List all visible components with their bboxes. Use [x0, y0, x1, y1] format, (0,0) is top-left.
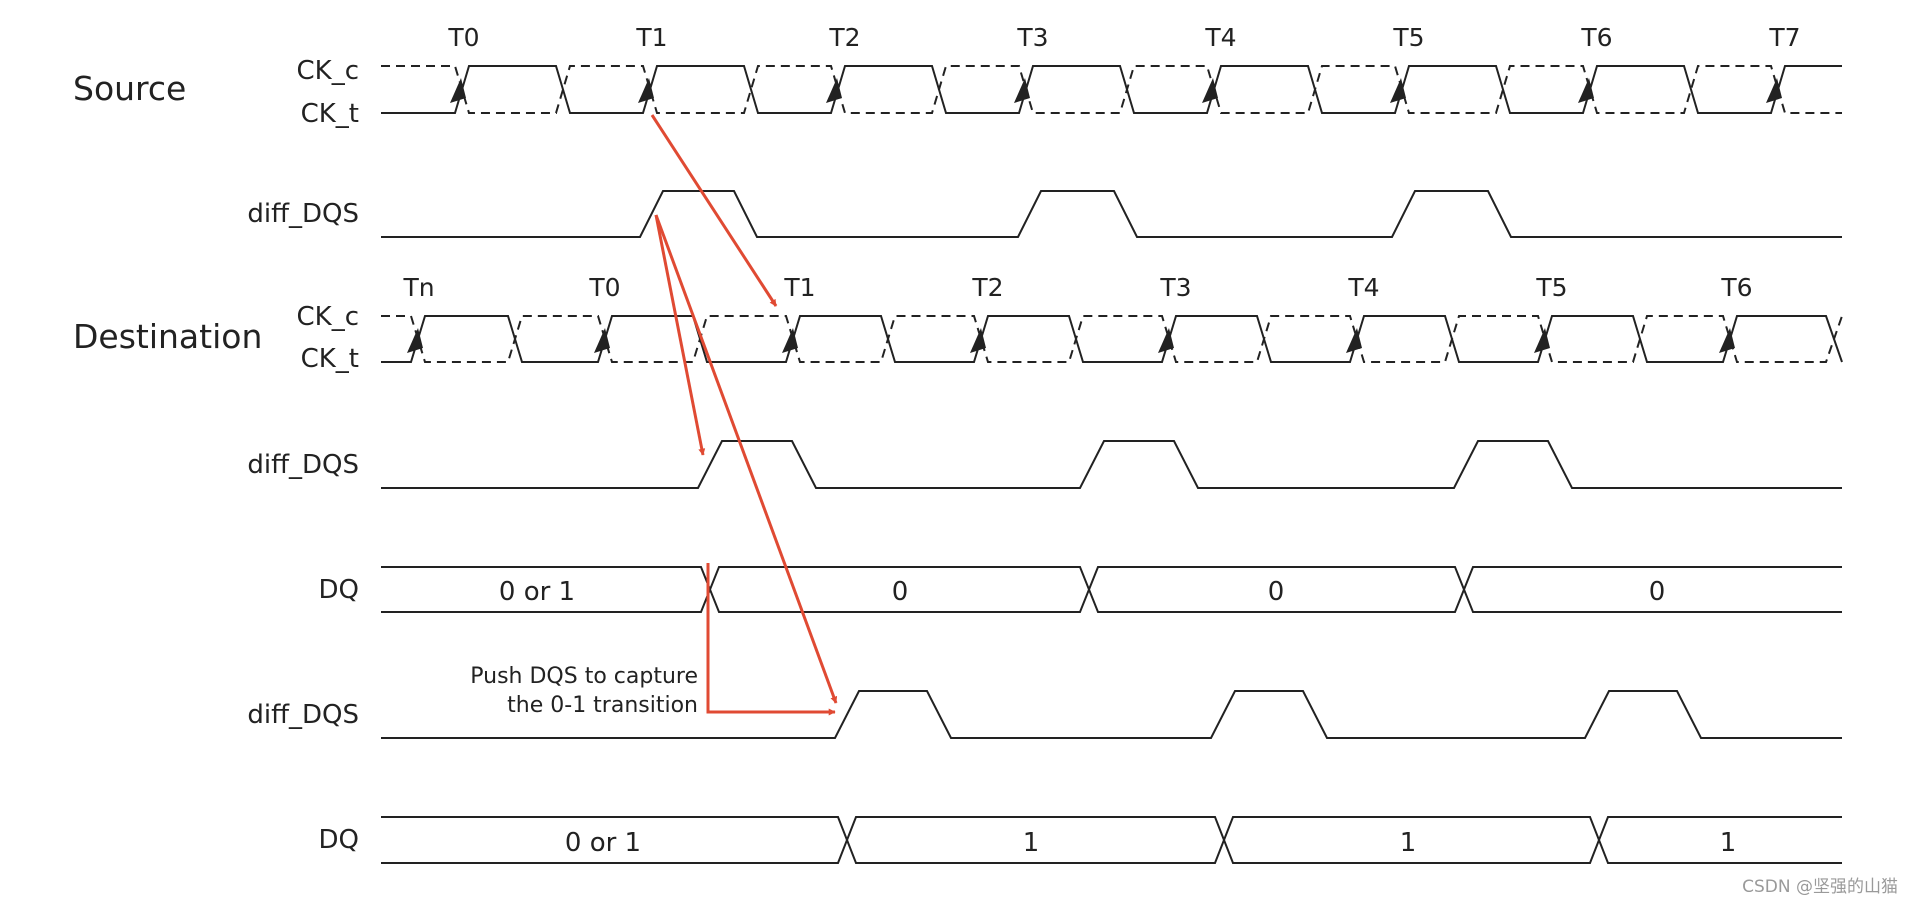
source-diff-dqs-waveform: [381, 190, 1842, 238]
source-group-label: Source: [73, 69, 186, 108]
dq-value: 1: [1720, 828, 1737, 858]
source-ck-t-label: CK_t: [301, 99, 359, 129]
destination-tick-label: T2: [971, 273, 1003, 302]
dq-value: 0: [892, 577, 909, 607]
dq-value: 0 or 1: [565, 828, 641, 858]
dqs-push-arrow: [654, 214, 838, 704]
red-arrows: [650, 114, 838, 716]
annotation-line-2: the 0-1 transition: [507, 693, 698, 718]
source-ck-c-waveform: [381, 65, 1842, 114]
source-tick-label: T0: [447, 23, 479, 52]
dq-value: 0: [1268, 577, 1285, 607]
source-ck-t-waveform: [381, 65, 1842, 114]
source-diff-dqs-label: diff_DQS: [247, 199, 359, 229]
source-clock-edge-markers: [450, 78, 1782, 103]
clock-alignment-arrow: [650, 114, 778, 307]
source-tick-label: T2: [828, 23, 860, 52]
pushed-dq-label: DQ: [319, 825, 360, 855]
source-ck-c-label: CK_c: [297, 56, 360, 86]
dq-value: 1: [1400, 828, 1417, 858]
destination-diff-dqs-waveform: [381, 440, 1842, 489]
destination-ck-c-waveform: [381, 315, 1843, 363]
transition-capture-arrow: [706, 563, 836, 716]
dq-value: 0 or 1: [499, 577, 575, 607]
dq-value: 0: [1649, 577, 1666, 607]
pushed-diff-dqs-label: diff_DQS: [247, 700, 359, 730]
pushed-diff-dqs-waveform: [381, 690, 1842, 739]
destination-diff-dqs-label: diff_DQS: [247, 450, 359, 480]
destination-ck-t-label: CK_t: [301, 344, 359, 374]
source-tick-label: T1: [635, 23, 667, 52]
source-tick-label: T4: [1204, 23, 1236, 52]
source-tick-label: T3: [1016, 23, 1048, 52]
annotation-line-1: Push DQS to capture: [470, 664, 698, 689]
destination-tick-label: T5: [1535, 273, 1567, 302]
source-tick-label: T6: [1580, 23, 1612, 52]
destination-tick-label: T0: [588, 273, 620, 302]
dq-value: 1: [1023, 828, 1040, 858]
destination-group-label: Destination: [73, 317, 262, 356]
destination-tick-label: T4: [1347, 273, 1379, 302]
destination-tick-label: T3: [1159, 273, 1191, 302]
destination-clock-edge-markers: [407, 328, 1735, 353]
destination-tick-label: Tn: [402, 273, 434, 302]
destination-dq-bus: [381, 566, 1842, 613]
source-tick-label: T5: [1392, 23, 1424, 52]
dqs-delay-arrow: [654, 214, 706, 456]
destination-tick-label: T6: [1720, 273, 1752, 302]
watermark: CSDN @坚强的山猫: [1742, 877, 1898, 897]
destination-ck-c-label: CK_c: [297, 302, 360, 332]
destination-tick-label: T1: [783, 273, 815, 302]
pushed-dq-bus: [381, 816, 1842, 864]
destination-dq-label: DQ: [319, 575, 360, 605]
source-tick-label: T7: [1768, 23, 1800, 52]
